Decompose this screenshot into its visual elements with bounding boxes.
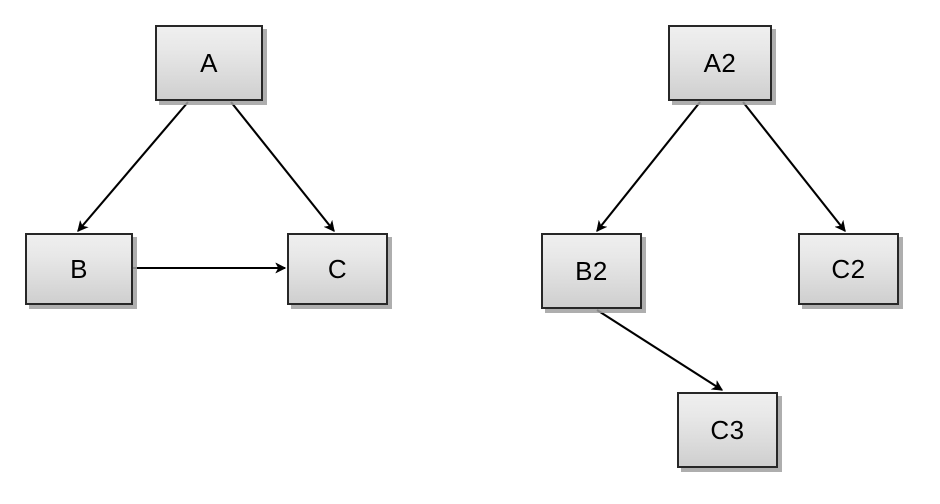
node-c[interactable]: C: [287, 233, 388, 305]
edge-a2-to-b2[interactable]: [596, 101, 701, 231]
node-a2[interactable]: A2: [668, 25, 772, 101]
node-label-a: A: [200, 48, 218, 78]
node-label-c3: C3: [710, 415, 745, 445]
edge-a2-to-c2[interactable]: [742, 101, 846, 231]
edge-b2-to-c3[interactable]: [596, 309, 722, 391]
edge-a-to-b[interactable]: [78, 101, 189, 231]
node-label-c: C: [327, 254, 348, 284]
edge-a-to-c[interactable]: [230, 101, 335, 231]
node-c2[interactable]: C2: [798, 233, 899, 305]
node-b2[interactable]: B2: [541, 233, 642, 309]
node-c3[interactable]: C3: [677, 392, 778, 468]
node-label-c2: C2: [831, 254, 866, 284]
node-label-a2: A2: [703, 48, 737, 78]
node-label-b2: B2: [575, 256, 608, 286]
node-label-b: B: [70, 254, 88, 284]
node-b[interactable]: B: [25, 233, 133, 305]
node-a[interactable]: A: [155, 25, 263, 101]
